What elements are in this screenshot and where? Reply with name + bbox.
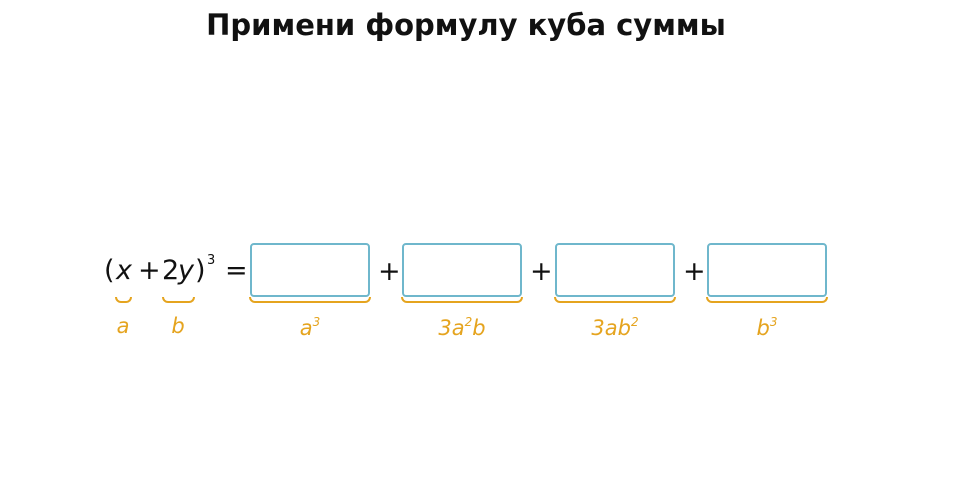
hint-a-cubed: a3 [299, 315, 321, 340]
hint-3a2b: 3a2b [438, 315, 486, 340]
answer-input-a-cubed[interactable] [250, 243, 370, 297]
exponent-3: 3 [207, 253, 216, 268]
variable-y: y [178, 255, 194, 286]
hint-b-cubed: b3 [756, 315, 778, 340]
brace-b [162, 297, 195, 303]
plus-sign-1: + [378, 256, 401, 287]
coefficient-2: 2 [162, 255, 180, 286]
page-title: Примени формулу куба суммы [206, 8, 726, 42]
brace-a [115, 297, 132, 303]
variable-x: x [116, 255, 132, 286]
open-paren: ( [104, 255, 115, 286]
answer-input-b-cubed[interactable] [707, 243, 827, 297]
equals-sign: = [225, 255, 248, 286]
plus-sign: + [138, 255, 161, 286]
hint-3ab2: 3ab2 [591, 315, 639, 340]
brace-term4 [706, 297, 828, 303]
brace-term2 [401, 297, 523, 303]
plus-sign-3: + [683, 256, 706, 287]
plus-sign-2: + [530, 256, 553, 287]
hint-a: a [116, 314, 130, 338]
brace-term1 [249, 297, 371, 303]
answer-input-3ab2[interactable] [555, 243, 675, 297]
brace-term3 [554, 297, 676, 303]
answer-input-3a2b[interactable] [402, 243, 522, 297]
hint-b: b [171, 314, 185, 338]
close-paren: ) [195, 255, 206, 286]
